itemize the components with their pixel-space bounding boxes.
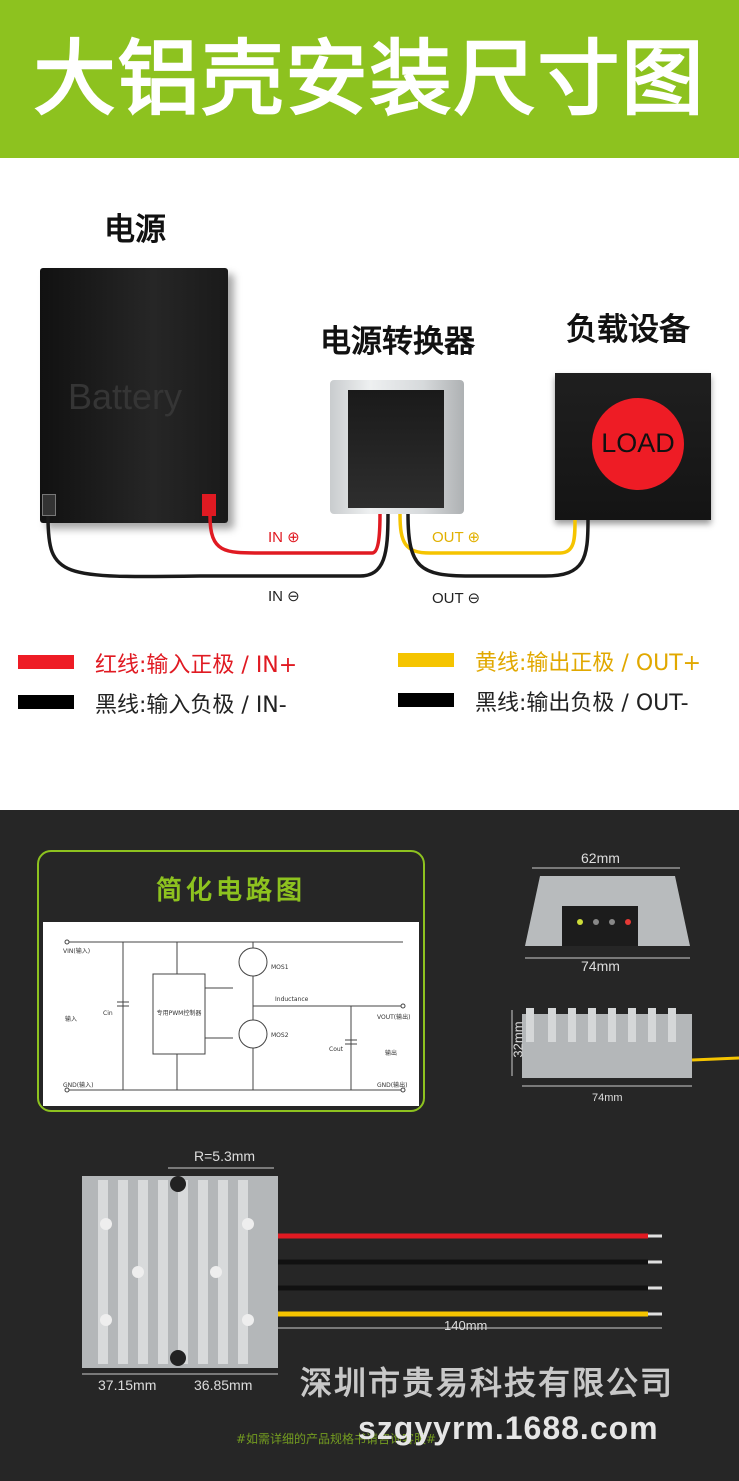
legend-yellow-swatch [398, 653, 454, 667]
battery-text: Battery [68, 376, 183, 417]
right-half-label: 36.85mm [194, 1377, 253, 1393]
vout-label: VOUT(输出) [377, 1014, 411, 1021]
battery-negative-terminal [42, 494, 56, 516]
cin-label: Cin [103, 1010, 113, 1017]
schematic-lines [64, 939, 406, 1093]
pwm-label: 专用PWM控制器 [156, 1010, 202, 1017]
legend-black-out-name: 黑线: [475, 691, 527, 716]
legend-red-desc: 输入正极 / IN+ [146, 653, 298, 678]
bottom-width-label: 74mm [581, 958, 620, 974]
side-view-drawing [511, 1008, 739, 1087]
circuit-schematic: VIN(输入) 输入 Cin 专用PWM控制器 MOS1 MOS2 Induct… [43, 922, 419, 1106]
load-device-label: 负载设备 [566, 312, 690, 348]
legend-black-out-desc: 输出负极 / OUT- [526, 691, 689, 716]
left-half-label: 37.15mm [98, 1377, 157, 1393]
legend-black-in-swatch [18, 695, 74, 709]
legend-red: 红线:输入正极 / IN+ [95, 647, 297, 679]
top-width-label: 62mm [581, 850, 620, 866]
input-positive-wire [208, 513, 382, 555]
battery-positive-terminal [202, 494, 216, 516]
website-link[interactable]: szgyyrm.1688.com [358, 1410, 659, 1446]
gnd-in-label: GND(输入) [63, 1082, 94, 1089]
legend-red-name: 红线: [95, 653, 147, 678]
out-plus-label: OUT ⊕ [432, 529, 481, 546]
mos2-label: MOS2 [271, 1032, 289, 1039]
legend-black-in: 黑线:输入负极 / IN- [95, 687, 287, 719]
in-plus-label: IN ⊕ [268, 529, 300, 546]
output-positive-wire [398, 513, 577, 555]
header-banner: 大铝壳安装尺寸图 [0, 0, 739, 158]
top-view-drawing [82, 1167, 662, 1375]
page-title: 大铝壳安装尺寸图 [33, 32, 706, 127]
side-width-label: 74mm [592, 1092, 623, 1104]
legend-black-out-swatch [398, 693, 454, 707]
height-label: 32mm [510, 1021, 526, 1058]
vin-label: VIN(输入) [63, 948, 91, 955]
legend-yellow: 黄线:输出正极 / OUT+ [475, 645, 701, 677]
dimensions-section: 简化电路图 [0, 810, 739, 1481]
spec-note: #如需详细的产品规格书请咨询客服# [236, 1432, 437, 1446]
output-negative-wire [406, 513, 590, 578]
circuit-panel: 简化电路图 [37, 850, 425, 1112]
converter-image [330, 380, 464, 514]
input-label: 输入 [65, 1016, 78, 1023]
radius-label: R=5.3mm [194, 1148, 256, 1164]
load-indicator [592, 398, 684, 490]
inductor-label: Inductance [275, 996, 309, 1003]
load-text: LOAD [601, 428, 675, 458]
converter-label: 电源转换器 [320, 324, 475, 360]
wiring-diagram-section: 电源 电源转换器 负载设备 Battery LOAD IN ⊕ IN ⊖ OUT… [0, 158, 739, 810]
power-source-label: 电源 [104, 212, 166, 248]
out-minus-label: OUT ⊖ [432, 590, 481, 607]
wires-graphic [46, 513, 590, 579]
legend-yellow-name: 黄线: [475, 651, 527, 676]
legend-black-in-desc: 输入负极 / IN- [146, 693, 287, 718]
wire-length-label: 140mm [444, 1318, 488, 1333]
legend-yellow-desc: 输出正极 / OUT+ [526, 651, 702, 676]
circuit-title: 简化电路图 [155, 876, 306, 906]
legend-red-swatch [18, 655, 74, 669]
battery-image [40, 268, 228, 523]
converter-face [348, 390, 444, 508]
cout-label: Cout [329, 1046, 344, 1053]
legend-black-in-name: 黑线: [95, 693, 147, 718]
in-minus-label: IN ⊖ [268, 588, 300, 605]
legend-black-out: 黑线:输出负极 / OUT- [475, 685, 689, 717]
company-name: 深圳市贵易科技有限公司 [300, 1364, 675, 1402]
mos1-label: MOS1 [271, 964, 289, 971]
front-view-drawing [525, 867, 690, 959]
output-label: 输出 [385, 1050, 398, 1057]
input-negative-wire [46, 513, 390, 579]
gnd-out-label: GND(输出) [377, 1082, 408, 1089]
